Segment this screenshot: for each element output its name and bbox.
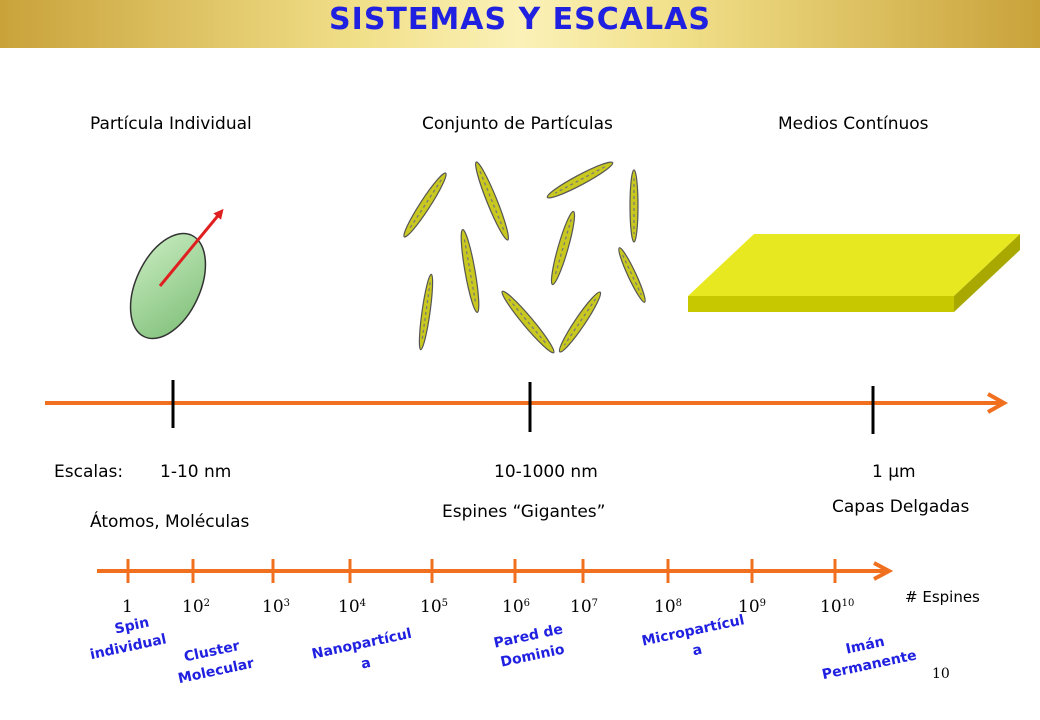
scales-label: Escalas: [54,462,124,482]
particle-ellipse [129,232,207,340]
spins-axis-label: # Espines [905,588,980,606]
spin-arrow [158,208,224,287]
needle [629,169,639,243]
spins-tick-label: 102 [182,597,211,617]
needle [460,229,480,313]
scale-1: 1-10 nm [160,462,232,482]
spins-tick-label: 109 [738,597,767,617]
title-bar [0,0,1040,48]
needle-ensemble [403,161,646,354]
page-title: SISTEMAS Y ESCALAS [329,2,711,37]
spins-tick-label: 1010 [820,597,855,617]
spins-tick-label: 105 [420,597,449,617]
scale-axis-arrowhead [987,392,1009,414]
description-1: Átomos, Moléculas [90,512,250,532]
scale-2: 10-1000 nm [494,462,598,482]
description-2: Espines “Gigantes” [442,502,606,522]
thin-film-slab [688,234,1020,312]
spins-tick-label: 106 [502,597,531,617]
needle [403,172,447,238]
spins-tick-label: 108 [654,597,683,617]
heading-individual: Partícula Individual [90,114,252,134]
needle [546,161,614,199]
spins-tick-label: 103 [262,597,291,617]
description-3: Capas Delgadas [832,497,970,517]
needle [558,291,602,353]
needle [418,273,434,351]
needle [550,210,576,286]
needle [618,247,646,303]
heading-conjunto: Conjunto de Partículas [422,114,613,134]
spins-tick-label: 1 [122,597,133,617]
page-number: 10 [932,666,950,682]
needle [501,290,555,354]
spins-axis-ticks [126,559,837,583]
spins-tick-label: 104 [338,597,367,617]
spins-axis-arrowhead [873,561,894,581]
scale-3: 1 µm [872,462,916,482]
heading-medios: Medios Contínuos [778,114,929,134]
needle [474,161,510,241]
spins-tick-label: 107 [570,597,599,617]
